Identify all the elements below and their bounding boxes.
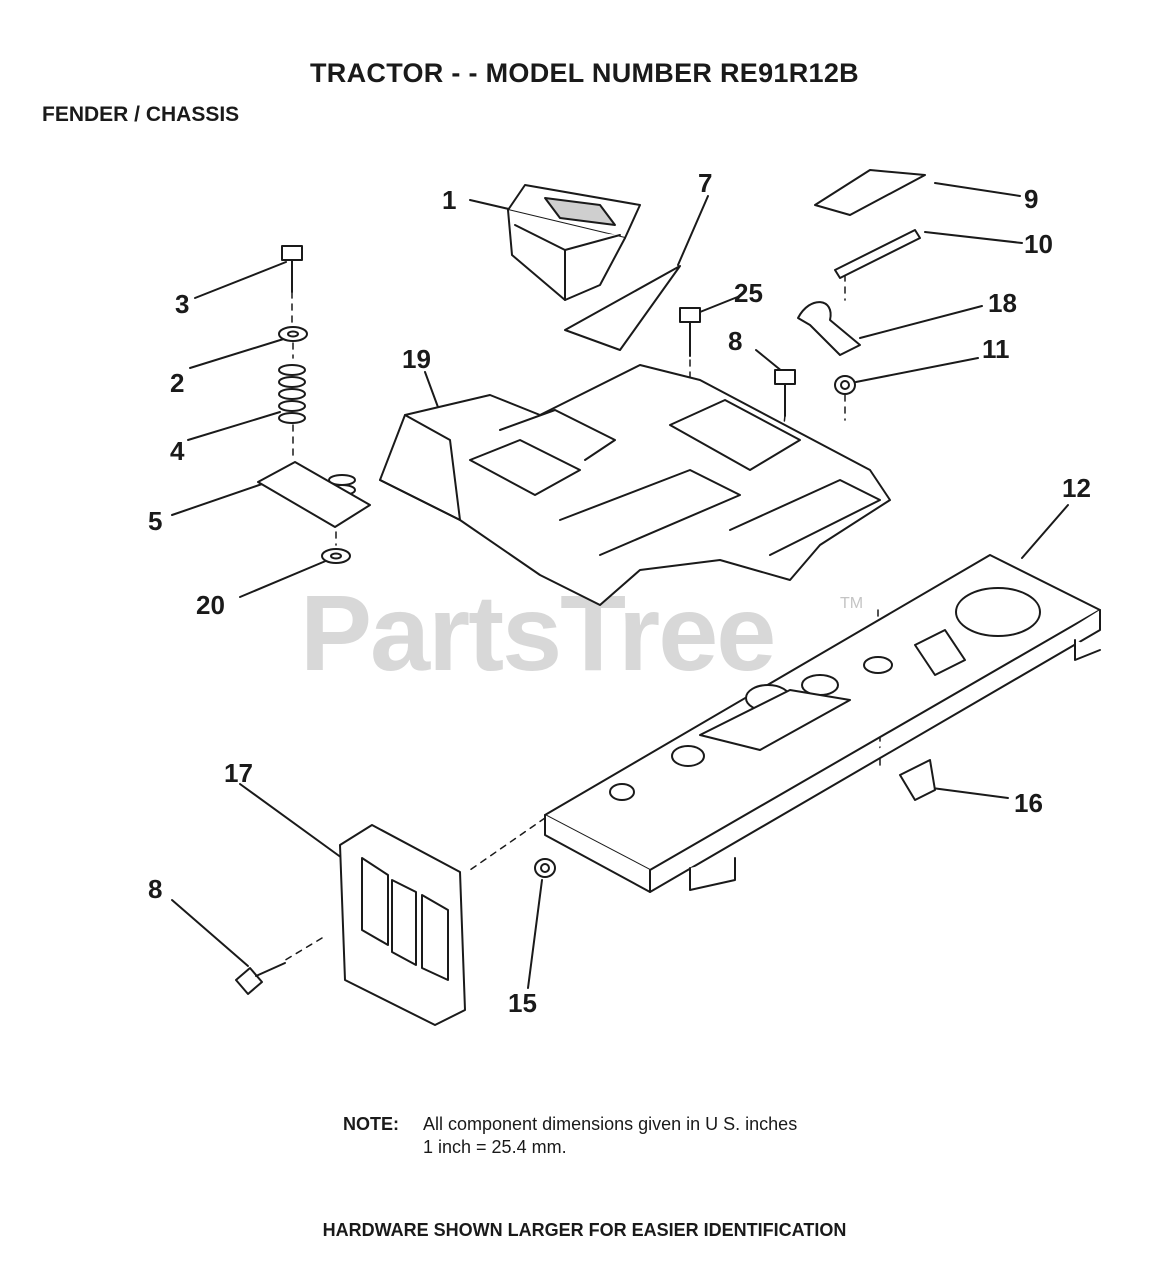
spring-plate-part — [257, 461, 371, 528]
bolt-part — [281, 245, 856, 417]
note-line-2: 1 inch = 25.4 mm. — [423, 1137, 567, 1157]
section-title: FENDER / CHASSIS — [42, 103, 240, 126]
callout-15: 15 — [508, 988, 537, 1018]
chassis-frame-part — [544, 554, 1101, 893]
callout-3: 3 — [175, 289, 190, 319]
callout-16: 16 — [1014, 788, 1043, 818]
note-label: NOTE: — [343, 1114, 399, 1134]
callout-7: 7 — [698, 168, 713, 198]
watermark-logo: PartsTree — [300, 572, 776, 693]
watermark-trademark: TM — [840, 595, 864, 612]
callout-17: 17 — [224, 758, 253, 788]
leader-lines — [171, 182, 1069, 989]
callout-18: 18 — [988, 288, 1017, 318]
fender-trim-part — [814, 169, 926, 216]
callout-8-lower: 8 — [148, 874, 163, 904]
hinge-bracket-part — [797, 301, 861, 356]
nut-part — [534, 858, 556, 878]
footer-note: HARDWARE SHOWN LARGER FOR EASIER IDENTIF… — [322, 1220, 847, 1240]
callout-12: 12 — [1062, 473, 1091, 503]
washer-part — [278, 326, 351, 564]
storage-tray-part — [507, 184, 641, 301]
lower-bolt-part — [235, 962, 286, 995]
callout-11: 11 — [982, 334, 1010, 364]
decal-part — [564, 265, 681, 351]
callout-1: 1 — [442, 185, 457, 215]
callout-19: 19 — [402, 344, 431, 374]
callout-5: 5 — [148, 506, 163, 536]
callout-2: 2 — [170, 368, 185, 398]
callout-8-upper: 8 — [728, 326, 743, 356]
chassis-tab-part — [899, 759, 936, 801]
note-block: NOTE: All component dimensions given in U… — [343, 1114, 797, 1158]
callout-9: 9 — [1024, 184, 1039, 214]
callout-10: 10 — [1024, 229, 1053, 259]
callout-4: 4 — [170, 436, 185, 466]
note-line-1: All component dimensions given in U S. i… — [423, 1114, 798, 1134]
bracket-part — [834, 229, 921, 279]
fender-part — [379, 364, 891, 606]
alignment-lines — [281, 274, 881, 963]
callout-20: 20 — [196, 590, 225, 620]
callout-25: 25 — [734, 278, 763, 308]
shield-panel-part — [339, 824, 466, 1026]
page-title: TRACTOR - - MODEL NUMBER RE91R12B — [310, 58, 859, 88]
